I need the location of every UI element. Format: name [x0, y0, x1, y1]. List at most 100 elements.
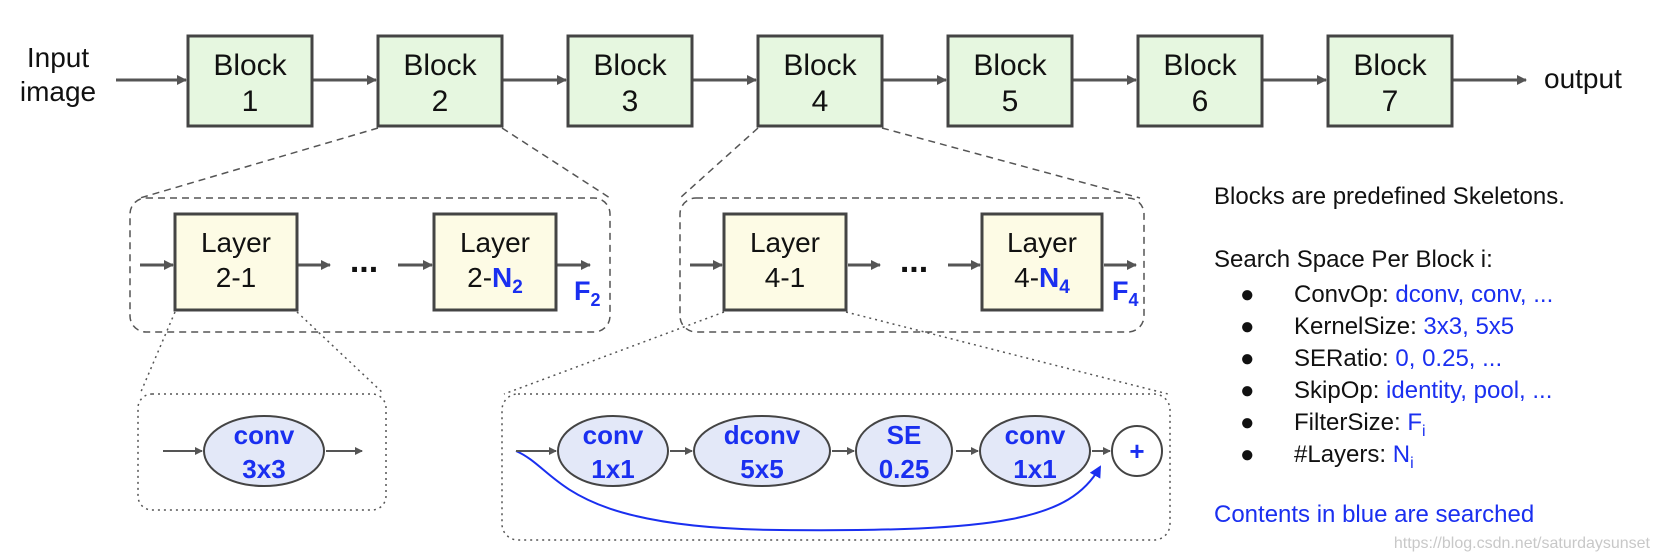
side-item-layers-text: #Layers: Ni — [1294, 441, 1414, 472]
op-dconv-5x5-line2: 5x5 — [740, 454, 783, 484]
input-label-line2: image — [20, 76, 96, 107]
layer-4-N: Layer 4-N4 — [980, 212, 1104, 312]
output-label: output — [1544, 63, 1622, 94]
side-item-value: 0, 0.25, ... — [1395, 345, 1502, 372]
block-3-word: Block — [593, 49, 667, 82]
layer-2-N-index: 2-N2 — [467, 262, 523, 298]
block-3-number: 3 — [622, 85, 639, 118]
layer-2-1-ops-container — [137, 393, 387, 511]
block-7-number: 7 — [1382, 85, 1399, 118]
layer-4-1-index: 4-1 — [765, 262, 805, 293]
op-add: + — [1111, 425, 1163, 477]
block-4-filter-sym: F — [1112, 276, 1129, 306]
block-4-layers-container — [679, 197, 1145, 333]
side-bullet: ● — [1240, 377, 1255, 404]
side-item-value-sub: i — [1410, 455, 1414, 472]
block-2-ellipsis: ... — [350, 242, 378, 280]
block-2-number: 2 — [432, 85, 449, 118]
op-conv-3x3-line2: 3x3 — [242, 454, 285, 484]
layer-4-N-word: Layer — [1007, 227, 1077, 258]
block-4-word: Block — [783, 49, 857, 82]
op-se-0.25: SE 0.25 — [855, 415, 953, 487]
side-item-seratio-text: SERatio: 0, 0.25, ... — [1294, 345, 1502, 372]
side-bullet: ● — [1240, 313, 1255, 340]
side-bullet: ● — [1240, 441, 1255, 468]
side-footer: Contents in blue are searched — [1214, 501, 1534, 528]
side-line1: Blocks are predefined Skeletons. — [1214, 183, 1565, 210]
side-item-label: SERatio: — [1294, 345, 1395, 372]
op-conv-3x3-line1: conv — [234, 420, 295, 450]
side-bullet: ● — [1240, 281, 1255, 308]
block-2-filter-label: F2 — [574, 276, 601, 310]
side-item-label: #Layers: — [1294, 441, 1393, 468]
side-item-kernelsize: ● KernelSize: 3x3, 5x5 — [1240, 313, 1514, 340]
zoom-lines-block — [139, 127, 1141, 199]
layer-2-1: Layer 2-1 — [173, 212, 299, 312]
block-6-number: 6 — [1192, 85, 1209, 118]
block-5-number: 5 — [1002, 85, 1019, 118]
block-2: Block 2 — [376, 34, 504, 128]
layer-2-1-word: Layer — [201, 227, 271, 258]
side-item-value-sym: N — [1393, 441, 1410, 468]
side-item-label: FilterSize: — [1294, 409, 1407, 436]
side-item-label: SkipOp: — [1294, 377, 1386, 404]
side-bullet: ● — [1240, 409, 1255, 436]
watermark: https://blog.csdn.net/saturdaysunset — [1394, 535, 1651, 552]
op-dconv-5x5: dconv 5x5 — [693, 415, 831, 487]
side-item-label: KernelSize: — [1294, 313, 1423, 340]
block-5: Block 5 — [946, 34, 1074, 128]
side-item-skipop: ● SkipOp: identity, pool, ... — [1240, 377, 1552, 404]
op-se-line2: 0.25 — [879, 454, 930, 484]
layer-4-N-index: 4-N4 — [1014, 262, 1070, 298]
op-conv-3x3: conv 3x3 — [203, 415, 325, 487]
plus-icon: + — [1129, 436, 1144, 466]
side-heading: Search Space Per Block i: — [1214, 246, 1493, 273]
layer-4-1-word: Layer — [750, 227, 820, 258]
block-7: Block 7 — [1326, 34, 1454, 128]
block-1-word: Block — [213, 49, 287, 82]
side-item-filtersize-text: FilterSize: Fi — [1294, 409, 1426, 440]
layer-4-N-sym: N — [1039, 262, 1059, 293]
layer-2-N-sub: 2 — [512, 277, 523, 298]
side-item-value: 3x3, 5x5 — [1423, 313, 1514, 340]
block-1: Block 1 — [186, 34, 314, 128]
block-2-word: Block — [403, 49, 477, 82]
side-item-value-sub: i — [1422, 423, 1426, 440]
block-7-word: Block — [1353, 49, 1427, 82]
op-conv-1x1-b: conv 1x1 — [979, 415, 1091, 487]
layer-4-1: Layer 4-1 — [722, 212, 848, 312]
block-2-filter-sym: F — [574, 276, 591, 306]
block-4-filter-sub: 4 — [1129, 290, 1139, 310]
op-dconv-5x5-line1: dconv — [724, 420, 801, 450]
side-item-layers: ● #Layers: Ni — [1240, 441, 1414, 472]
layer-2-1-index: 2-1 — [216, 262, 256, 293]
side-item-convop-text: ConvOp: dconv, conv, ... — [1294, 281, 1553, 308]
block-1-number: 1 — [242, 85, 259, 118]
layer-4-N-sub: 4 — [1059, 277, 1070, 298]
block-3: Block 3 — [566, 34, 694, 128]
layer-2-N: Layer 2-N2 — [432, 212, 558, 312]
op-se-line1: SE — [887, 420, 922, 450]
block-5-word: Block — [973, 49, 1047, 82]
block-4-filter-label: F4 — [1112, 276, 1139, 310]
op-conv-1x1-a: conv 1x1 — [557, 415, 669, 487]
block-6-word: Block — [1163, 49, 1237, 82]
op-conv-1x1-a-line1: conv — [583, 420, 644, 450]
layer-2-N-sym: N — [492, 262, 512, 293]
block-4-ellipsis: ... — [900, 242, 928, 280]
op-conv-1x1-a-line2: 1x1 — [591, 454, 634, 484]
block-4-number: 4 — [812, 85, 829, 118]
block-2-filter-sub: 2 — [591, 290, 601, 310]
side-bullet: ● — [1240, 345, 1255, 372]
layer-2-N-prefix: 2- — [467, 262, 492, 293]
side-item-kernelsize-text: KernelSize: 3x3, 5x5 — [1294, 313, 1514, 340]
layer-2-N-word: Layer — [460, 227, 530, 258]
side-item-value: identity, pool, ... — [1386, 377, 1552, 404]
block-6: Block 6 — [1136, 34, 1264, 128]
op-conv-1x1-b-line1: conv — [1005, 420, 1066, 450]
side-item-seratio: ● SERatio: 0, 0.25, ... — [1240, 345, 1502, 372]
op-conv-1x1-b-line2: 1x1 — [1013, 454, 1056, 484]
side-item-convop: ● ConvOp: dconv, conv, ... — [1240, 281, 1553, 308]
block-4: Block 4 — [756, 34, 884, 128]
